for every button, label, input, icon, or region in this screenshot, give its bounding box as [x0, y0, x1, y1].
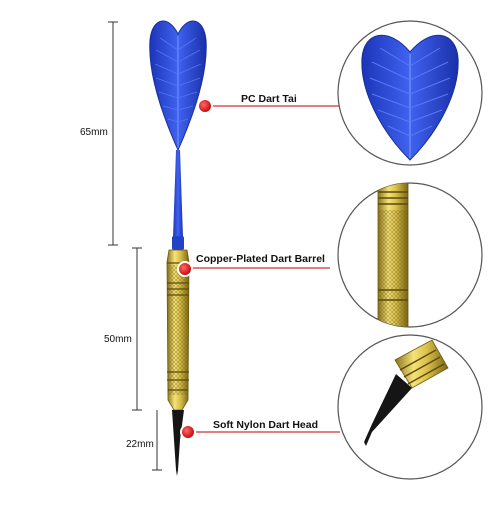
tip-callout-label: Soft Nylon Dart Head — [213, 419, 319, 431]
dimension-lines — [108, 21, 162, 471]
dart-shaft — [173, 150, 183, 238]
shaft-collar — [172, 236, 184, 250]
flight-callout-label: PC Dart Tai — [241, 93, 297, 105]
barrel-marker-dot — [177, 261, 193, 277]
flight-marker-dot — [197, 98, 213, 114]
tip-marker-dot — [180, 424, 196, 440]
flight-zoom-circle — [337, 20, 483, 166]
barrel-length-label: 50mm — [104, 334, 132, 345]
leader-lines — [184, 105, 340, 433]
dart-flight — [149, 20, 207, 152]
flight-length-label: 65mm — [80, 127, 108, 138]
barrel-zoom-circle — [337, 182, 483, 328]
barrel-callout-label: Copper-Plated Dart Barrel — [196, 253, 325, 265]
tip-length-label: 22mm — [126, 439, 154, 450]
tip-zoom-circle — [337, 334, 483, 480]
dart-tip — [172, 410, 184, 476]
